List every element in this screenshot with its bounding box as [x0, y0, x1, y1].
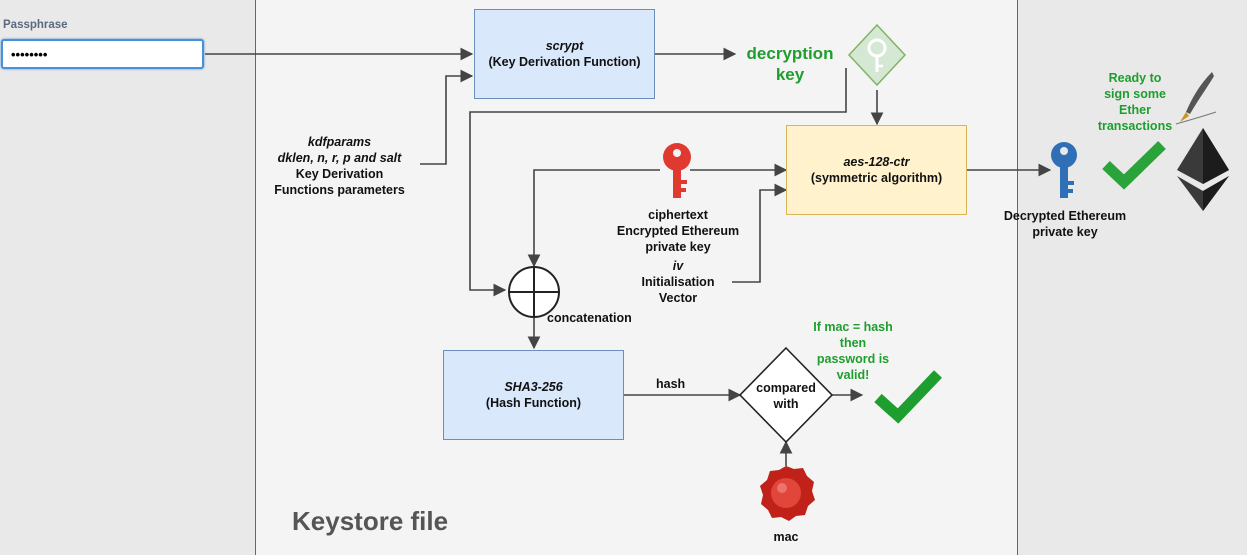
scrypt-box: scrypt (Key Derivation Function) [474, 9, 655, 99]
compare-diamond [738, 346, 834, 444]
iv-line2: Initialisation [641, 275, 715, 289]
sha-box: SHA3-256 (Hash Function) [443, 350, 624, 440]
sha-subtitle: (Hash Function) [485, 396, 582, 410]
iv-line3: Vector [658, 291, 698, 305]
aes-box: aes-128-ctr (symmetric algorithm) [786, 125, 967, 215]
ready-line3: Ether [1119, 103, 1151, 117]
mac-note-line3: password is [816, 352, 890, 366]
ciphertext-line1: ciphertext [648, 208, 708, 222]
mac-note-line1: If mac = hash [813, 320, 893, 334]
ready-line4: transactions [1097, 119, 1173, 133]
mac-note-line2: then [839, 336, 867, 350]
kdfparams-line4: Functions parameters [274, 183, 405, 197]
iv-label: iv Initialisation Vector [628, 258, 728, 306]
red-key-icon [663, 143, 691, 198]
keystore-title: Keystore file [292, 506, 449, 536]
passphrase-input[interactable] [1, 39, 204, 69]
iv-line1: iv [672, 259, 684, 273]
ciphertext-line2: Encrypted Ethereum [616, 224, 740, 238]
ready-label: Ready to sign some Ether transactions [1088, 70, 1182, 134]
blue-key-icon [1051, 142, 1077, 198]
key-diamond-icon [847, 23, 907, 87]
arrow-key-concat [469, 68, 847, 297]
kdfparams-line1: kdfparams [307, 135, 372, 149]
decryption-key-label: decryption key [736, 43, 844, 85]
kdfparams-line2: dklen, n, r, p and salt [277, 151, 402, 165]
sha-title: SHA3-256 [504, 380, 563, 394]
ciphertext-line3: private key [645, 240, 711, 254]
hash-label: hash [656, 377, 686, 391]
compared-line2: with [773, 397, 799, 411]
checkmark-icon [874, 370, 942, 424]
compared-line1: compared [756, 381, 816, 395]
mac-label: mac [773, 530, 799, 544]
decrypted-key-label: Decrypted Ethereum private key [990, 208, 1140, 240]
ready-line2: sign some [1104, 87, 1166, 101]
arrow-cipher-concat [527, 169, 660, 268]
scrypt-title: scrypt [545, 39, 584, 53]
concatenation-label: concatenation [547, 311, 632, 325]
ciphertext-label: ciphertext Encrypted Ethereum private ke… [605, 207, 751, 255]
decrypted-line1: Decrypted Ethereum [1003, 209, 1127, 223]
decrypted-line2: private key [1032, 225, 1098, 239]
quill-pen-icon [1175, 72, 1217, 125]
decryption-key-line1: decryption [746, 44, 834, 63]
passphrase-label: Passphrase [3, 19, 68, 31]
arrow-kdfparams-scrypt [420, 69, 474, 165]
aes-title: aes-128-ctr [843, 155, 910, 169]
decryption-key-line2: key [775, 65, 805, 84]
ethereum-logo-icon [1177, 128, 1229, 211]
wax-seal-icon [760, 466, 815, 521]
aes-subtitle: (symmetric algorithm) [810, 171, 943, 185]
mac-note: If mac = hash then password is valid! [800, 319, 906, 383]
ready-checkmark-icon [1102, 141, 1166, 190]
ready-line1: Ready to [1108, 71, 1162, 85]
compared-label: compared with [746, 380, 826, 412]
arrow-iv-aes [732, 183, 788, 283]
mac-note-line4: valid! [836, 368, 870, 382]
concatenation-operator [508, 266, 560, 318]
kdfparams-line3: Key Derivation [295, 167, 384, 181]
scrypt-subtitle: (Key Derivation Function) [488, 55, 641, 69]
kdfparams-label: kdfparams dklen, n, r, p and salt Key De… [262, 134, 417, 198]
